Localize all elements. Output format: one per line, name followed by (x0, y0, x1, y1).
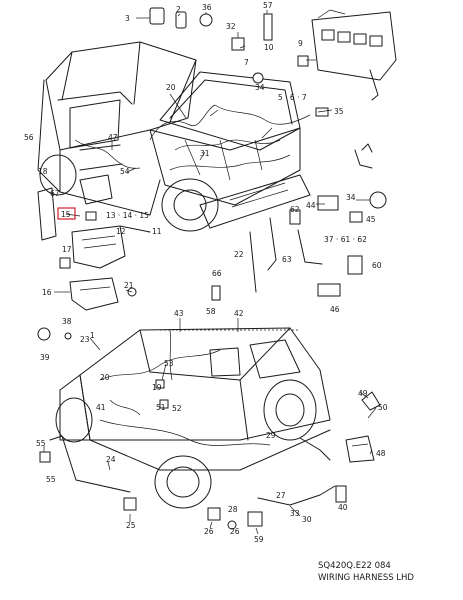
callout-58: 58 (206, 307, 216, 316)
callout-40: 40 (338, 503, 348, 512)
front-vehicle-illustration (37, 41, 311, 232)
callout-48: 48 (376, 449, 386, 458)
callout-2: 2 (176, 5, 181, 14)
callout-26-right: 26 (230, 527, 240, 536)
callout-33: 33 (290, 509, 300, 518)
callout-12: 12 (116, 227, 126, 236)
callout-11: 11 (152, 227, 162, 236)
relay-box-assembly (311, 9, 397, 101)
callout-47: 47 (108, 133, 118, 142)
callout-27: 27 (276, 491, 286, 500)
callout-25: 25 (126, 521, 136, 530)
callout-1: 1 (90, 331, 95, 340)
callout-57: 57 (263, 1, 273, 10)
callout-59: 59 (254, 535, 264, 544)
callout-62: 62 (290, 205, 300, 214)
callout-29: 29 (266, 431, 276, 440)
callout-13-14-15: 13 · 14 · 15 (106, 211, 149, 220)
callout-15-highlighted: 15 (61, 210, 71, 219)
callout-labels: 3 2 36 57 32 10 9 20 7 34 5 · 6 · 7 35 5… (24, 1, 388, 544)
callout-51: 51 (156, 403, 166, 412)
callout-63: 63 (282, 255, 292, 264)
diagram-caption: SQ420Q.E22 084 WIRING HARNESS LHD (318, 561, 414, 583)
callout-17: 17 (62, 245, 72, 254)
callout-38: 38 (62, 317, 72, 326)
highlight-box-15 (57, 207, 76, 220)
callout-49: 49 (358, 389, 368, 398)
callout-22: 22 (234, 250, 244, 259)
callout-10: 10 (264, 43, 274, 52)
callout-44: 44 (306, 201, 316, 210)
callout-45: 45 (366, 215, 376, 224)
callout-9: 9 (298, 39, 303, 48)
callout-37-61-62: 37 · 61 · 62 (324, 235, 367, 244)
callout-56: 56 (24, 133, 34, 142)
callout-67: 67 (50, 189, 60, 198)
callout-52: 52 (172, 404, 182, 413)
callout-16: 16 (42, 288, 52, 297)
callout-43: 43 (174, 309, 184, 318)
lower-small-parts (37, 327, 381, 530)
callout-35: 35 (334, 107, 344, 116)
diagram-code: SQ420Q.E22 084 (318, 561, 391, 571)
callout-39: 39 (40, 353, 50, 362)
callout-18: 18 (38, 167, 48, 176)
callout-53: 53 (164, 359, 174, 368)
callout-41: 41 (96, 403, 106, 412)
callout-34: 34 (255, 83, 265, 92)
callout-30: 30 (302, 515, 312, 524)
callout-28: 28 (228, 505, 238, 514)
callout-20-upper: 20 (166, 83, 176, 92)
callout-50: 50 (378, 403, 388, 412)
callout-32: 32 (226, 22, 236, 31)
callout-19: 19 (152, 383, 162, 392)
callout-34-right: 34 (346, 193, 356, 202)
callout-21: 21 (124, 281, 134, 290)
callout-20-lower: 20 (100, 373, 110, 382)
callout-leaders (43, 10, 377, 535)
callout-66: 66 (212, 269, 222, 278)
callout-36: 36 (202, 3, 212, 12)
callout-55-upper: 55 (36, 439, 46, 448)
callout-3: 3 (125, 14, 130, 23)
callout-55-lower: 55 (46, 475, 56, 484)
rear-vehicle-illustration (55, 327, 331, 509)
callout-5-6-7: 5 · 6 · 7 (278, 93, 307, 102)
callout-60: 60 (372, 261, 382, 270)
callout-46: 46 (330, 305, 340, 314)
diagram-title: WIRING HARNESS LHD (318, 573, 414, 583)
callout-54: 54 (120, 167, 130, 176)
callout-26-left: 26 (204, 527, 214, 536)
callout-31: 31 (200, 149, 210, 158)
callout-7: 7 (244, 58, 249, 67)
upper-small-parts (149, 7, 387, 301)
callout-23: 23 (80, 335, 90, 344)
callout-42: 42 (234, 309, 244, 318)
callout-24: 24 (106, 455, 116, 464)
